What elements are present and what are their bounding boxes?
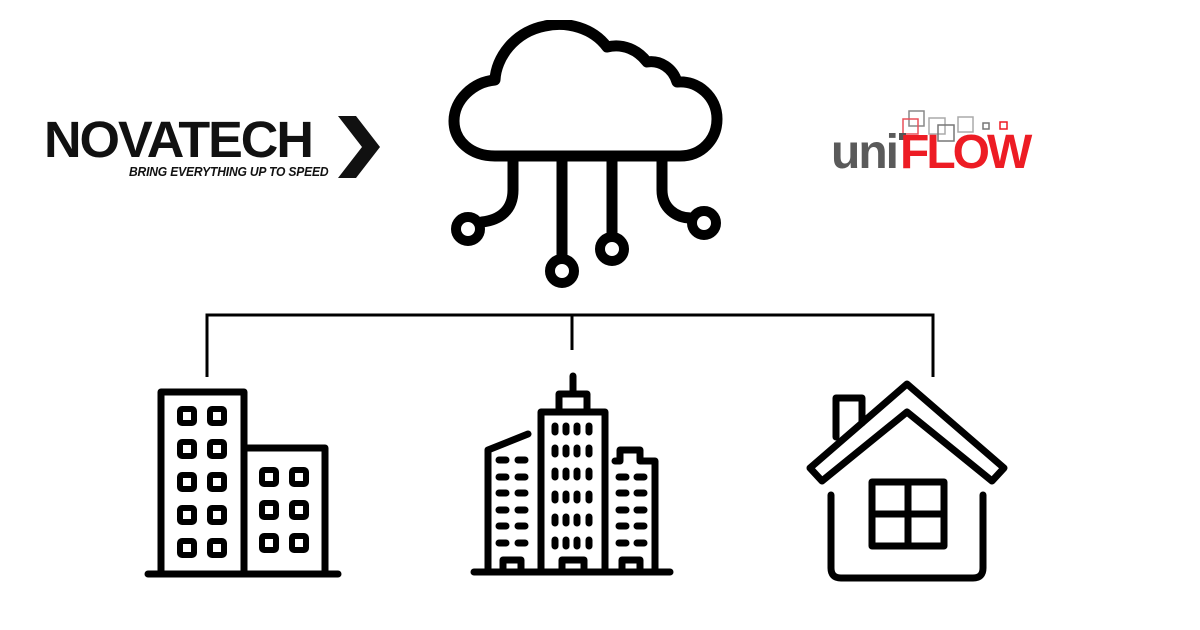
tree-connector xyxy=(205,313,935,377)
uniflow-suffix: FLOW xyxy=(900,126,1032,179)
center-tower-windows xyxy=(551,422,593,550)
novatech-tagline: BRING EVERYTHING UP TO SPEED xyxy=(129,164,329,179)
novatech-wordmark: NOVATECH xyxy=(44,111,314,168)
office-buildings-icon xyxy=(144,388,342,578)
novatech-logo: NOVATECH BRING EVERYTHING UP TO SPEED xyxy=(44,112,384,182)
left-tower-windows xyxy=(495,456,529,547)
squares-decoration-icon xyxy=(899,110,1008,142)
uniflow-logo: uni FLOW xyxy=(828,104,1038,184)
uniflow-prefix: uni xyxy=(831,126,899,179)
chevron-right-icon xyxy=(338,116,380,178)
city-skyscrapers-icon xyxy=(470,372,674,576)
right-tower-windows xyxy=(615,473,648,547)
home-icon xyxy=(806,380,1008,582)
cloud-network-icon xyxy=(448,20,723,288)
